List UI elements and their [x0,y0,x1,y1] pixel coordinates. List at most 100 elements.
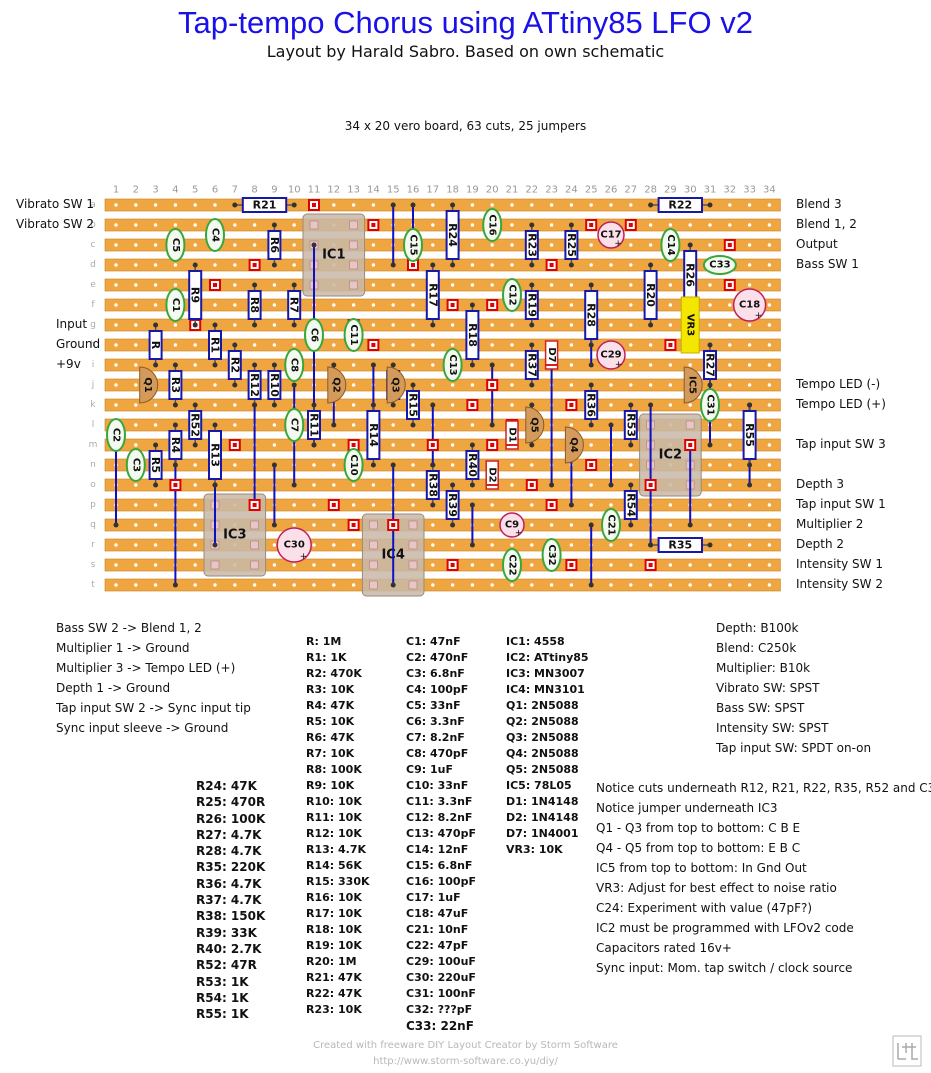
capacitor-label: C30 [284,540,305,551]
strip-hole [470,243,475,247]
strip-hole [371,243,376,247]
strip-hole [312,583,316,587]
strip-hole [332,483,336,487]
strip-hole [728,303,732,307]
left-label: +9v [56,357,81,371]
strip-hole [728,543,732,547]
strip-hole [391,343,395,347]
strip-hole [431,203,435,207]
bom-entry: C15: 6.8nF [406,859,473,872]
resistor-body [307,410,321,440]
resistor-body [188,270,203,320]
resistor-body [564,230,579,260]
footer-url[interactable]: http://www.storm-software.co.yu/diy/ [373,1056,558,1067]
strip-hole [153,403,158,407]
strip-hole [233,403,237,407]
strip-hole [332,303,336,307]
strip-hole [708,563,712,567]
strip-hole [708,483,712,487]
resistor-pad [707,202,713,208]
resistor-pad [311,442,317,448]
resistor-label: R14 [367,423,380,447]
strip-hole [193,583,197,587]
strip-hole [629,243,633,247]
resistor-label: R17 [426,283,439,307]
resistor-label: R37 [525,353,538,377]
strip-hole [767,263,772,267]
bom-entry: IC2: ATtiny85 [506,651,589,664]
strip-hole [114,223,118,227]
capacitor-label: C7 [289,418,300,432]
strip-hole [728,523,732,527]
bom-entry: R13: 4.7K [306,843,367,856]
strip-hole [767,403,772,407]
bom-entry: R19: 10K [306,939,362,952]
strip-hole [252,223,257,227]
copper-strip [104,578,781,592]
resistor-label: R12 [248,373,261,397]
strip-hole [728,423,732,427]
resistor-body [267,230,282,260]
resistor-pad [271,402,277,408]
bom-entry: R27: 4.7K [196,827,262,842]
strip-hole [450,323,455,327]
track-cut-center [371,223,376,227]
bom-entry: C16: 100pF [406,875,476,888]
capacitor-label: C22 [507,554,518,575]
column-number: 19 [466,185,479,196]
column-number: 18 [446,185,459,196]
strip-hole [153,283,158,287]
bom-entry: R26: 100K [196,811,266,826]
strip-hole [629,563,633,567]
bom-entry: R9: 10K [306,779,355,792]
resistor-label: R35 [668,539,692,552]
strip-hole [767,303,772,307]
bom-entry: R23: 10K [306,1003,362,1016]
strip-hole [589,203,593,207]
resistor-body [657,197,703,213]
strip-hole [173,223,178,227]
bom-entry: R2: 470K [306,667,362,680]
strip-hole [233,423,237,427]
resistor-pad [469,362,475,368]
bom-entry: C3: 6.8nF [406,667,465,680]
strip-hole [490,203,494,207]
resistor-pad [588,382,594,388]
strip-hole [431,543,435,547]
track-cut-center [529,483,534,487]
capacitor-label: C8 [289,358,300,372]
strip-hole [272,303,277,307]
copper-strip [104,338,781,352]
right-label: Blend 3 [796,197,842,211]
strip-hole [134,503,138,507]
capacitor-label: C16 [487,214,498,235]
resistor-label: R20 [644,283,657,307]
capacitor-label: C10 [348,454,359,475]
strip-hole [431,563,435,567]
strip-hole [629,363,633,367]
jumper-end [529,402,535,408]
strip-hole [153,523,158,527]
resistor-label: R53 [624,413,637,437]
resistor-label: R15 [407,393,420,417]
strip-hole [272,343,277,347]
polarity-mark: + [515,528,523,538]
strip-hole [173,203,178,207]
wiring-note: Multiplier 1 -> Ground [56,641,190,655]
film-capacitor [442,348,463,382]
resistor-label: R [149,341,162,350]
resistor-body [425,270,440,320]
strip-hole [332,343,336,347]
strip-hole [510,203,514,207]
row-letter: c [91,240,96,250]
strip-hole [193,243,197,247]
jumper-end [370,362,376,368]
strip-hole [767,363,772,367]
resistor-body [366,410,381,460]
jumper-end [469,502,475,508]
ic-pin [309,220,319,230]
strip-hole [450,543,455,547]
strip-hole [708,243,712,247]
resistor-pad [390,402,396,408]
strip-hole [767,523,772,527]
